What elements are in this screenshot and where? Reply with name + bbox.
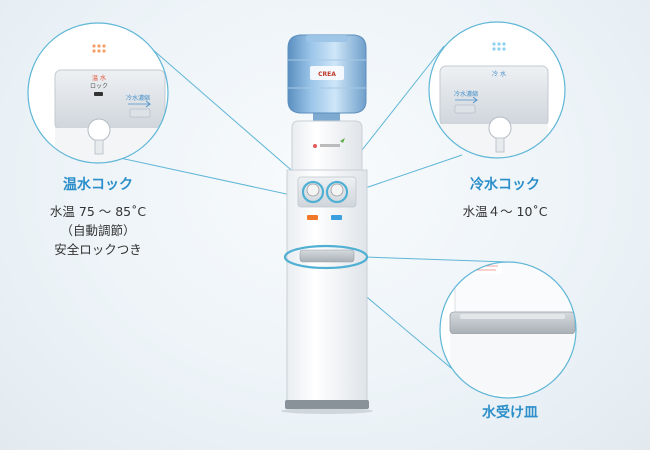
highlight-rings [283, 180, 369, 270]
hot-indicator [307, 215, 318, 220]
hot-temp-label: 温 水 [92, 74, 106, 82]
hot-tap-handle[interactable] [87, 118, 111, 142]
drip-tray-title: 水受け皿 [482, 405, 538, 421]
hot-tap-description: 水温 75 ～ 85˚C （自動調節） 安全ロックつき [18, 202, 178, 259]
cold-tap-handle[interactable] [488, 116, 512, 140]
server-body [281, 120, 373, 414]
zoom-hot-tap: 温 水 ロック 冷水濃縮 [27, 22, 169, 164]
bottle-label [310, 66, 344, 80]
water-bottle: CREA [287, 34, 367, 124]
hot-tap-desc-line-2: （自動調節） [60, 223, 136, 238]
cold-indicator [331, 215, 342, 220]
bottle-label-text: CREA [318, 71, 336, 78]
hot-release-label: 冷水濃縮 [126, 94, 150, 102]
cold-temp-label: 冷 水 [492, 70, 506, 78]
hot-indicator-dots-icon [92, 44, 106, 53]
hot-tap-title: 温水コック [63, 177, 133, 193]
hot-lock-label: ロック [90, 83, 108, 90]
zoom-cold-tap: 冷 水 冷水濃縮 [428, 21, 566, 159]
drip-tray-small [299, 249, 355, 263]
cold-tap-knob[interactable] [330, 183, 344, 197]
leaf-icon [340, 138, 345, 143]
cold-indicator-dots-icon [492, 42, 506, 51]
hot-tap-knob[interactable] [306, 183, 320, 197]
cold-release-label: 冷水濃縮 [454, 90, 478, 98]
cold-tap-description: 水温４～ 10˚C [425, 202, 585, 221]
lock-button[interactable] [94, 92, 103, 96]
cold-tap-title: 冷水コック [470, 177, 540, 193]
hot-tap-desc-line-3: 安全ロックつき [54, 242, 142, 257]
cold-tap-desc-line-1: 水温４～ 10˚C [462, 204, 548, 219]
warning-label-icon [462, 262, 502, 274]
zoom-drip-tray [439, 261, 577, 399]
brand-logo-icon [313, 144, 317, 148]
hot-tap-desc-line-1: 水温 75 ～ 85˚C [49, 204, 147, 219]
